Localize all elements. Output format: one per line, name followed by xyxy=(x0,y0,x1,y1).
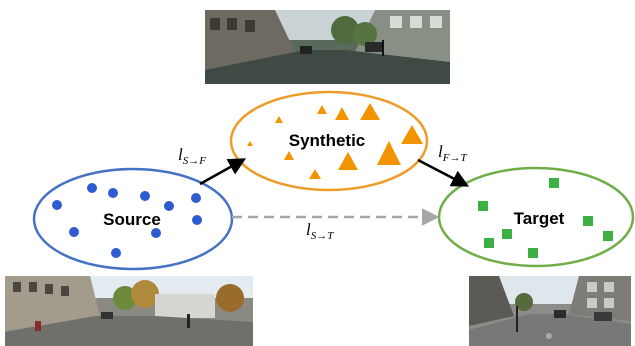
label-source-to-target: lS→T xyxy=(306,220,334,242)
label-source-to-synthetic: lS→F xyxy=(178,145,206,167)
synthetic-markers xyxy=(247,103,423,179)
target-markers xyxy=(478,178,613,258)
target-point xyxy=(549,178,559,188)
source-label: Source xyxy=(103,210,161,229)
source-point xyxy=(69,227,79,237)
synthetic-point xyxy=(338,152,358,170)
target-point xyxy=(583,216,593,226)
synthetic-street-photo xyxy=(205,10,450,84)
source-point xyxy=(191,193,201,203)
synthetic-point xyxy=(247,141,253,146)
source-point xyxy=(164,201,174,211)
synthetic-label: Synthetic xyxy=(289,131,366,150)
edge-synthetic-to-target xyxy=(417,158,470,187)
target-point xyxy=(478,201,488,211)
target-point xyxy=(603,231,613,241)
source-point xyxy=(192,215,202,225)
source-point xyxy=(151,228,161,238)
synthetic-point xyxy=(275,116,283,123)
synthetic-point xyxy=(401,125,423,144)
source-point xyxy=(140,191,150,201)
target-point xyxy=(528,248,538,258)
synthetic-point xyxy=(360,103,380,120)
synthetic-point xyxy=(284,151,294,160)
source-point xyxy=(111,248,121,258)
edge-source-to-synthetic xyxy=(199,158,247,186)
target-street-photo xyxy=(469,276,631,346)
synthetic-point xyxy=(317,105,327,114)
source-point xyxy=(87,183,97,193)
synthetic-point xyxy=(335,107,349,120)
synthetic-point xyxy=(309,169,321,179)
source-street-photo xyxy=(5,276,253,346)
label-synthetic-to-target: lF→T xyxy=(438,142,467,164)
target-label: Target xyxy=(514,209,565,228)
source-ellipse xyxy=(32,167,234,271)
synthetic-ellipse xyxy=(229,90,429,192)
synthetic-point xyxy=(377,141,401,165)
target-point xyxy=(484,238,494,248)
target-point xyxy=(502,229,512,239)
source-point xyxy=(108,188,118,198)
source-markers xyxy=(52,183,202,258)
source-point xyxy=(52,200,62,210)
